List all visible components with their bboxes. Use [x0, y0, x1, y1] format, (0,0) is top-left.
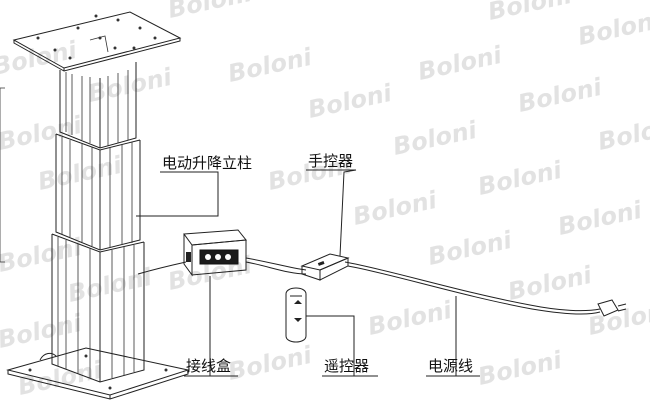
- watermark: Boloni: [65, 263, 155, 308]
- watermark: Boloni: [475, 156, 565, 201]
- junction-box: [183, 229, 247, 277]
- watermark: Boloni: [575, 6, 650, 51]
- top-plate: [12, 11, 182, 72]
- watermark: Boloni: [225, 43, 315, 88]
- hand-controller: [300, 253, 350, 281]
- watermark: Boloni: [595, 111, 650, 156]
- power-plug: [597, 299, 627, 317]
- watermark: Boloni: [0, 233, 85, 278]
- base-plate: [6, 347, 190, 400]
- watermark: Boloni: [485, 0, 575, 26]
- watermark: Boloni: [0, 309, 85, 354]
- watermark: Boloni: [350, 186, 440, 231]
- callout-lines: [136, 169, 480, 377]
- watermark: Boloni: [475, 346, 565, 391]
- label-remote-controller: 遥控器: [324, 357, 369, 375]
- label-hand-controller: 手控器: [308, 152, 353, 170]
- watermark: Boloni: [305, 79, 395, 124]
- watermark: Boloni: [515, 73, 605, 118]
- watermark: Boloni: [505, 261, 595, 306]
- watermark: Boloni: [555, 196, 645, 241]
- lift-column: [51, 62, 145, 383]
- watermark: Boloni: [365, 296, 455, 341]
- label-power-cord: 电源线: [428, 357, 473, 375]
- watermark: Boloni: [585, 296, 650, 341]
- watermark: Boloni: [390, 116, 480, 161]
- watermark: Boloni: [415, 41, 505, 86]
- watermark: Boloni: [35, 151, 125, 196]
- watermark: Boloni: [0, 36, 80, 81]
- label-lift-column: 电动升降立柱: [162, 154, 252, 172]
- frame-edge: [0, 87, 5, 263]
- watermark: Boloni: [225, 341, 315, 386]
- remote-controller: [285, 287, 307, 343]
- watermark: Boloni: [165, 0, 255, 24]
- watermark: Boloni: [85, 63, 175, 108]
- watermark: Boloni: [425, 226, 515, 271]
- label-junction-box: 接线盒: [186, 357, 231, 375]
